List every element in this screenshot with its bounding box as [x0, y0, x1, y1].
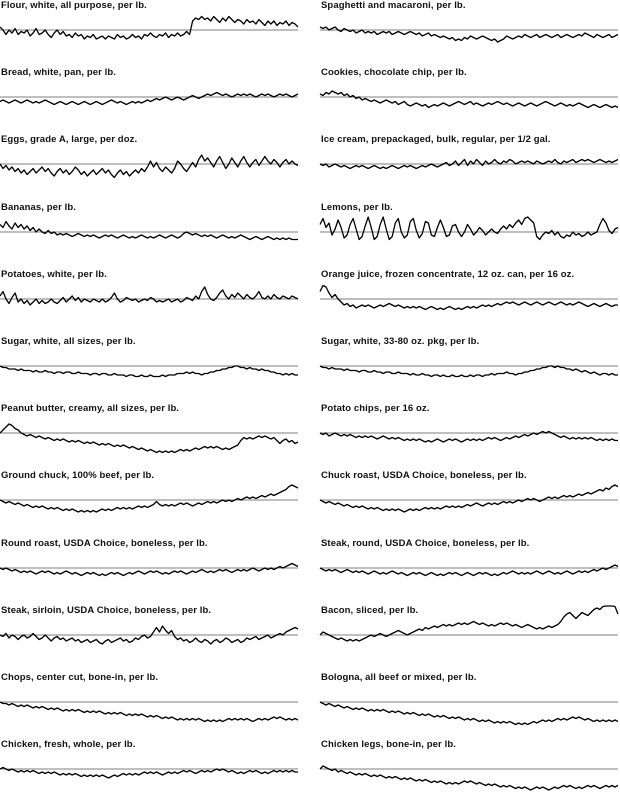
- chart-panel: Chops, center cut, bone-in, per lb.: [0, 672, 300, 740]
- sparkline-chart: [319, 159, 619, 170]
- sparkline-chart: [319, 765, 619, 791]
- series-line: [0, 365, 298, 378]
- chart-title: Bologna, all beef or mixed, per lb.: [321, 672, 477, 683]
- sparkline-chart: [319, 26, 619, 43]
- sparkline-chart: [0, 562, 299, 576]
- sparkline-chart: [0, 423, 299, 454]
- chart-panel: Lemons, per lb.: [319, 201, 620, 270]
- sparkline-chart: [319, 605, 619, 642]
- sparkline-chart: [319, 284, 618, 310]
- chart-panel: Steak, sirloin, USDA Choice, boneless, p…: [0, 605, 300, 673]
- series-line: [0, 701, 299, 723]
- series-line: [0, 562, 299, 576]
- chart-panel: Round roast, USDA Choice, boneless, per …: [0, 538, 300, 606]
- series-line: [319, 563, 619, 576]
- chart-title: Lemons, per lb.: [321, 201, 393, 213]
- series-line: [319, 159, 619, 170]
- chart-title: Steak, sirloin, USDA Choice, boneless, p…: [1, 604, 212, 616]
- series-line: [319, 484, 619, 514]
- chart-panel: Orange juice, frozen concentrate, 12 oz.…: [319, 268, 620, 337]
- chart-title: Round roast, USDA Choice, boneless, per …: [1, 537, 208, 549]
- sparkline-chart: [0, 701, 299, 723]
- chart-title: Eggs, grade A, large, per doz.: [1, 134, 138, 146]
- chart-title: Sugar, white, 33-80 oz. pkg, per lb.: [321, 336, 480, 347]
- chart-panel: Flour, white, all purpose, per lb.: [0, 0, 300, 68]
- chart-panel: Chicken legs, bone-in, per lb.: [319, 739, 620, 807]
- chart-panel: Peanut butter, creamy, all sizes, per lb…: [0, 403, 300, 471]
- sparkline-chart: [0, 484, 299, 514]
- chart-title: Chicken legs, bone-in, per lb.: [321, 739, 456, 751]
- sparkline-chart: [319, 484, 619, 514]
- sparkline-chart: [319, 701, 619, 726]
- chart-title: Ground chuck, 100% beef, per lb.: [1, 470, 155, 482]
- chart-title: Orange juice, frozen concentrate, 12 oz.…: [321, 268, 575, 280]
- series-line: [319, 284, 618, 310]
- chart-title: Bacon, sliced, per lb.: [321, 604, 419, 616]
- series-line: [319, 605, 619, 642]
- chart-panel: Spaghetti and macaroni, per lb.: [319, 0, 620, 68]
- chart-title: Flour, white, all purpose, per lb.: [1, 0, 147, 11]
- chart-panel: Bacon, sliced, per lb.: [319, 604, 620, 673]
- sparkline-chart: [0, 767, 298, 779]
- chart-panel: Potato chips, per 16 oz.: [319, 403, 620, 471]
- chart-panel: Steak, round, USDA Choice, boneless, per…: [319, 537, 620, 606]
- sparkline-chart: [319, 431, 618, 443]
- chart-title: Steak, round, USDA Choice, boneless, per…: [321, 537, 530, 549]
- sparkline-chart: [0, 365, 298, 378]
- sparkline-chart: [319, 563, 619, 576]
- chart-panel: Cookies, chocolate chip, per lb.: [319, 67, 620, 135]
- series-line: [319, 26, 619, 43]
- chart-title: Chops, center cut, bone-in, per lb.: [1, 672, 159, 683]
- sparkline-chart: [0, 154, 299, 179]
- chart-panel: Potatoes, white, per lb.: [0, 269, 300, 337]
- series-line: [0, 15, 299, 40]
- chart-panel: Eggs, grade A, large, per doz.: [0, 134, 300, 202]
- sparkline-chart: [0, 286, 299, 306]
- series-line: [0, 92, 299, 106]
- sparkline-chart: [0, 92, 299, 106]
- chart-panel: Bread, white, pan, per lb.: [0, 67, 300, 135]
- chart-title: Potatoes, white, per lb.: [1, 268, 107, 280]
- series-line: [319, 215, 619, 240]
- chart-panel: Ground chuck, 100% beef, per lb.: [0, 470, 300, 538]
- sparkline-chart: [0, 15, 299, 40]
- series-line: [0, 286, 299, 306]
- sparkline-chart: [319, 215, 619, 240]
- sparkline-chart: [319, 90, 619, 109]
- chart-panel: Ice cream, prepackaged, bulk, regular, p…: [319, 134, 620, 202]
- chart-title: Chicken, fresh, whole, per lb.: [1, 739, 136, 751]
- chart-title: Sugar, white, all sizes, per lb.: [1, 336, 136, 347]
- chart-panel: Sugar, white, 33-80 oz. pkg, per lb.: [319, 336, 620, 404]
- chart-panel: Bananas, per lb.: [0, 202, 300, 270]
- series-line: [319, 365, 618, 378]
- chart-panel: Bologna, all beef or mixed, per lb.: [319, 672, 620, 740]
- series-line: [319, 431, 618, 443]
- chart-title: Spaghetti and macaroni, per lb.: [321, 0, 466, 11]
- series-line: [319, 701, 619, 726]
- series-line: [0, 220, 298, 240]
- series-line: [319, 90, 619, 109]
- chart-panel: Sugar, white, all sizes, per lb.: [0, 336, 300, 404]
- chart-title: Peanut butter, creamy, all sizes, per lb…: [1, 403, 180, 415]
- series-line: [0, 154, 299, 179]
- chart-title: Cookies, chocolate chip, per lb.: [321, 67, 467, 79]
- chart-title: Potato chips, per 16 oz.: [321, 403, 430, 415]
- series-line: [319, 765, 619, 791]
- chart-title: Ice cream, prepackaged, bulk, regular, p…: [321, 134, 551, 146]
- series-line: [0, 625, 299, 645]
- chart-title: Chuck roast, USDA Choice, boneless, per …: [321, 470, 527, 482]
- chart-title: Bread, white, pan, per lb.: [1, 67, 117, 79]
- series-line: [0, 767, 298, 779]
- series-line: [0, 484, 299, 514]
- chart-title: Bananas, per lb.: [1, 201, 76, 213]
- sparkline-chart: [0, 220, 298, 240]
- sparkline-chart: [319, 365, 618, 378]
- series-line: [0, 423, 299, 454]
- chart-panel: Chicken, fresh, whole, per lb.: [0, 739, 300, 807]
- sparkline-chart: [0, 625, 299, 645]
- chart-panel: Chuck roast, USDA Choice, boneless, per …: [319, 470, 620, 538]
